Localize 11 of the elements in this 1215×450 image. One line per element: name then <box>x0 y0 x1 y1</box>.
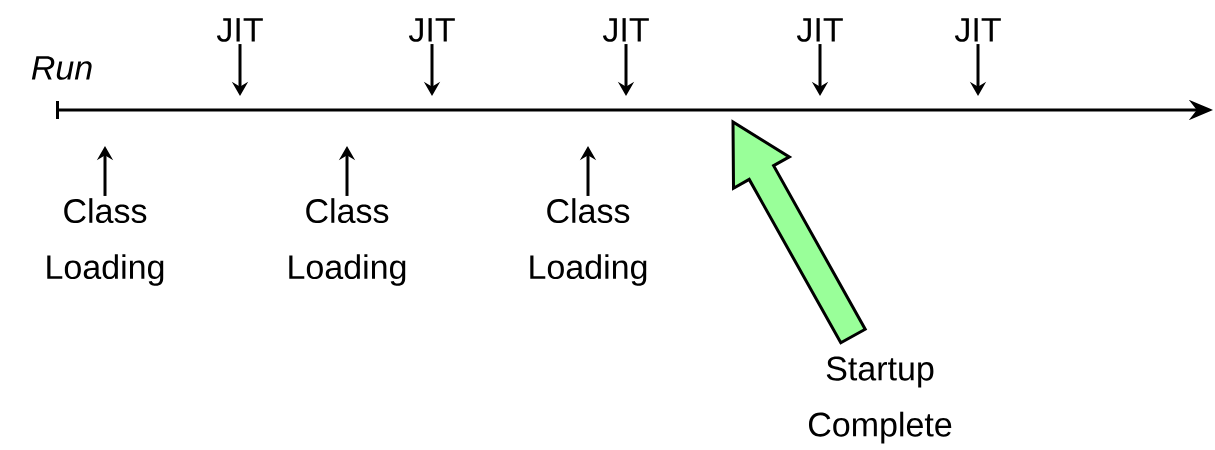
event-label: Class Loading <box>289 198 406 286</box>
timeline-label: Run <box>31 56 92 80</box>
event-label: Class Loading <box>530 198 647 286</box>
block-arrow <box>731 119 868 345</box>
event-label: Startup Complete <box>809 356 952 444</box>
event-label: Class Loading <box>47 198 164 286</box>
event-label: JIT <box>796 18 843 42</box>
event-label: JIT <box>408 18 455 42</box>
event-label: JIT <box>216 18 263 42</box>
event-label: JIT <box>602 18 649 42</box>
event-label: JIT <box>954 18 1001 42</box>
